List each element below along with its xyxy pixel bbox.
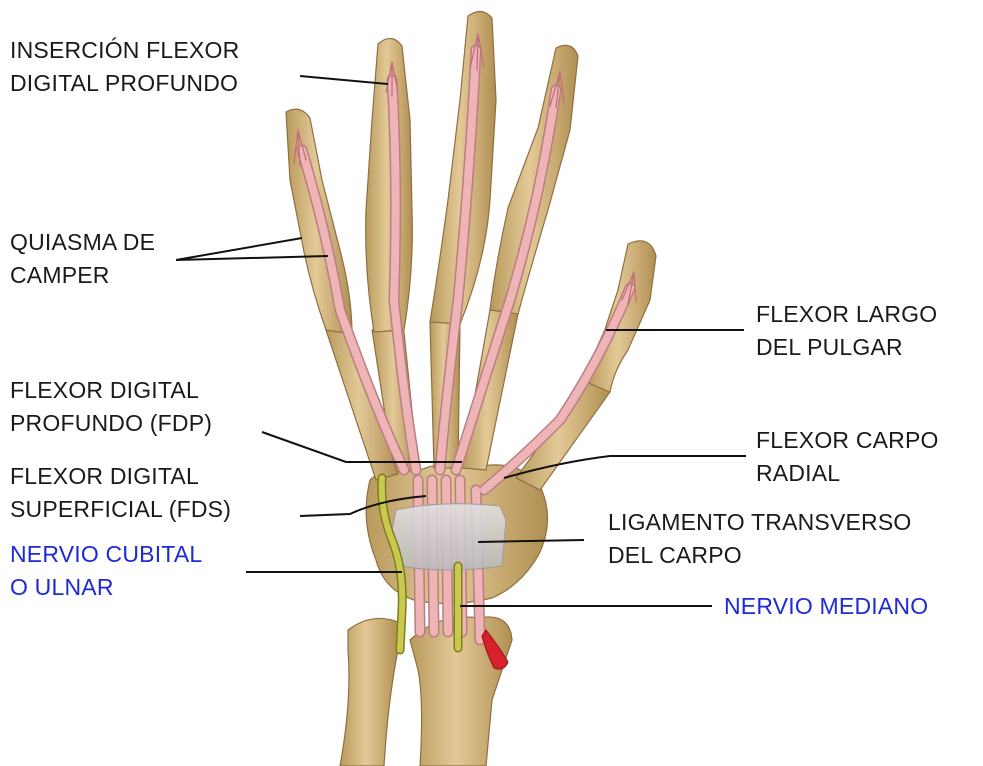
label-fds: FLEXOR DIGITAL SUPERFICIAL (FDS) [10,460,231,526]
label-fdp-line2: PROFUNDO (FDP) [10,407,212,440]
label-fdp-line1: FLEXOR DIGITAL [10,374,212,407]
label-ligamento-line2: DEL CARPO [608,539,912,572]
label-ligamento-transverso: LIGAMENTO TRANSVERSO DEL CARPO [608,506,912,572]
label-quiasma-line2: CAMPER [10,259,155,292]
label-nervio-cubital-line2: O ULNAR [10,571,202,604]
label-flexor-carpo-radial-line1: FLEXOR CARPO [756,424,939,457]
label-insercion-fdp-line1: INSERCIÓN FLEXOR [10,34,239,67]
label-nervio-mediano: NERVIO MEDIANO [724,590,928,623]
label-nervio-cubital-line1: NERVIO CUBITAL [10,538,202,571]
label-quiasma-camper: QUIASMA DE CAMPER [10,226,155,292]
metacarpal-thumb [516,380,610,490]
label-fds-line1: FLEXOR DIGITAL [10,460,231,493]
label-flexor-carpo-radial-line2: RADIAL [756,457,939,490]
ulna-bone [340,618,398,766]
phalanx-ring [490,45,578,314]
label-fdp: FLEXOR DIGITAL PROFUNDO (FDP) [10,374,212,440]
transverse-carpal-ligament [390,504,506,570]
label-flexor-largo-pulgar-line1: FLEXOR LARGO [756,298,937,331]
label-nervio-cubital: NERVIO CUBITAL O ULNAR [10,538,202,604]
label-flexor-carpo-radial: FLEXOR CARPO RADIAL [756,424,939,490]
label-insercion-fdp: INSERCIÓN FLEXOR DIGITAL PROFUNDO [10,34,239,100]
label-quiasma-line1: QUIASMA DE [10,226,155,259]
label-insercion-fdp-line2: DIGITAL PROFUNDO [10,67,239,100]
label-fds-line2: SUPERFICIAL (FDS) [10,493,231,526]
label-flexor-largo-pulgar-line2: DEL PULGAR [756,331,937,364]
label-nervio-mediano-line1: NERVIO MEDIANO [724,590,928,623]
label-ligamento-line1: LIGAMENTO TRANSVERSO [608,506,912,539]
metacarpal-ring [462,308,518,470]
label-flexor-largo-pulgar: FLEXOR LARGO DEL PULGAR [756,298,937,364]
